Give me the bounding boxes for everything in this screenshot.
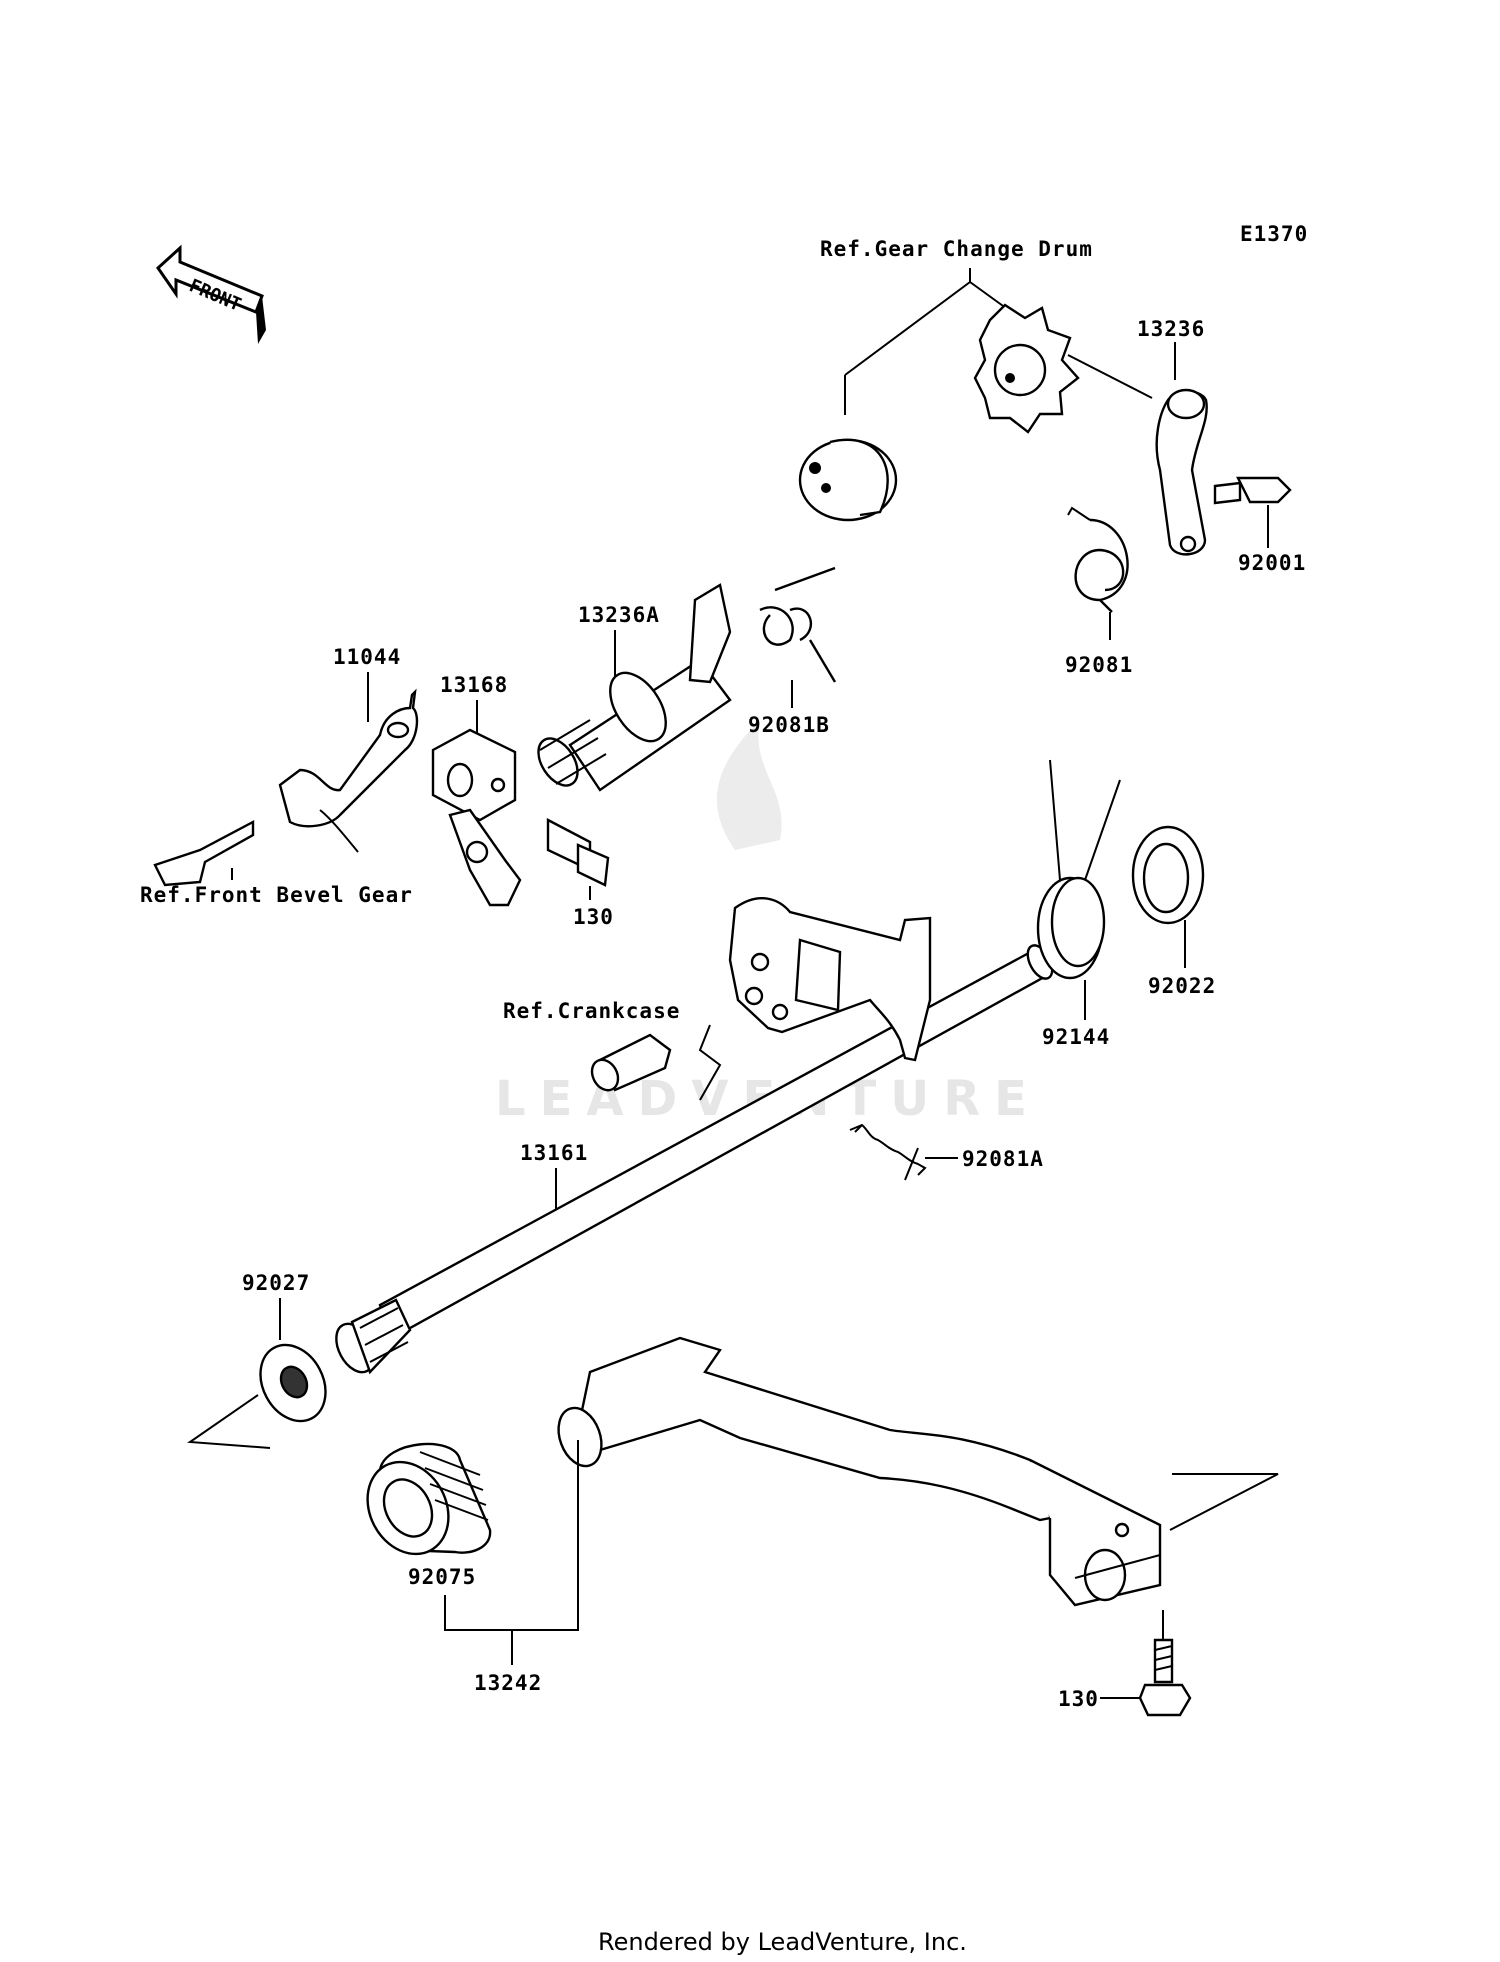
label-13236A: 13236A <box>578 603 660 627</box>
bolt-130-upper-part <box>546 818 610 887</box>
drum-cam-part <box>973 303 1080 434</box>
label-92075: 92075 <box>408 1565 476 1589</box>
bolt-92001-part <box>1213 476 1292 505</box>
arm-13168-part <box>431 728 522 907</box>
label-92144: 92144 <box>1042 1025 1110 1049</box>
footer-credit: Rendered by LeadVenture, Inc. <box>598 1928 967 1956</box>
pedal-13242-part <box>557 1336 1162 1607</box>
label-130-lower: 130 <box>1058 1687 1099 1711</box>
spring-92081A-part <box>849 1123 927 1181</box>
label-92001: 92001 <box>1238 551 1306 575</box>
label-92081: 92081 <box>1065 653 1133 677</box>
washer-92022-part <box>1131 825 1205 925</box>
label-92022: 92022 <box>1148 974 1216 998</box>
ref-gear-change-drum: Ref.Gear Change Drum <box>820 237 1093 261</box>
label-13168: 13168 <box>440 673 508 697</box>
label-92027: 92027 <box>242 1271 310 1295</box>
crankcase-pin-part <box>590 1033 672 1092</box>
plate-11044-part <box>278 688 419 828</box>
label-13161: 13161 <box>520 1141 588 1165</box>
drum-end-part <box>798 438 898 522</box>
ref-crankcase: Ref.Crankcase <box>503 999 680 1023</box>
lever-13236-part <box>1155 388 1208 556</box>
label-92081A: 92081A <box>962 1147 1044 1171</box>
rubber-92075-part <box>366 1442 492 1556</box>
spring-92081-part <box>1067 506 1129 613</box>
label-11044: 11044 <box>333 645 401 669</box>
label-92081B: 92081B <box>748 713 830 737</box>
label-13236: 13236 <box>1137 317 1205 341</box>
spring-92144-part <box>1036 759 1121 980</box>
label-130-upper: 130 <box>573 905 614 929</box>
shaft-13236A-part <box>537 583 732 792</box>
diagram-code: E1370 <box>1240 222 1308 246</box>
washer-92027-part <box>259 1343 327 1423</box>
label-13242: 13242 <box>474 1671 542 1695</box>
front-arrow-icon: FRONT <box>156 244 266 344</box>
bolt-130-lower-part <box>1138 1638 1192 1717</box>
ref-front-bevel-gear: Ref.Front Bevel Gear <box>140 883 413 907</box>
shift-plate-part <box>728 897 932 1062</box>
spring-92081B-part <box>759 566 837 683</box>
bevel-gear-bolt-part <box>153 820 255 887</box>
shaft-13161-part <box>335 944 1054 1375</box>
